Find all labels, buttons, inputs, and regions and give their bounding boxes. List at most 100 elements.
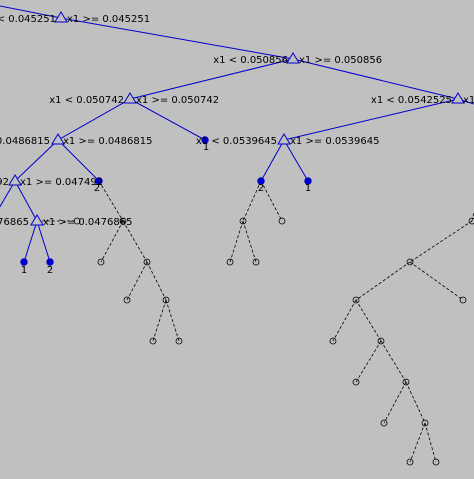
hollow-circle-icon xyxy=(149,337,157,345)
pruned-branch xyxy=(383,381,407,424)
leaf-label-l3: 2 xyxy=(94,183,100,194)
split-label-n3-right: x1 >= 0.050742 xyxy=(136,95,219,106)
leaf-label-l2: 2 xyxy=(47,265,53,276)
split-label-n8-right: x1 >= 0.0476865 xyxy=(43,217,132,228)
leaf-label-l1: 1 xyxy=(21,265,27,276)
hollow-circle-icon xyxy=(352,378,360,386)
triangle-icon xyxy=(277,133,291,145)
tree-branch xyxy=(129,98,206,141)
filled-circle-icon xyxy=(20,258,28,266)
hollow-circle-icon xyxy=(406,458,414,466)
tree-branch xyxy=(283,139,309,182)
pruned-branch xyxy=(355,261,411,301)
hollow-circle-icon xyxy=(459,296,467,304)
split-label-n6-right: x1 >= 0.0539645 xyxy=(290,136,379,147)
triangle-icon xyxy=(8,174,22,186)
pruned-branch xyxy=(332,299,357,342)
hollow-circle-icon xyxy=(175,337,183,345)
split-label-n1-right: x1 >= 0.045251 xyxy=(67,14,150,25)
triangle-icon xyxy=(51,133,65,145)
hollow-circle-icon xyxy=(402,378,410,386)
pruned-branch xyxy=(126,261,148,301)
pruned-branch xyxy=(165,299,180,342)
split-label-n4-right: x1 > xyxy=(463,95,474,106)
tree-edges xyxy=(0,5,474,463)
filled-circle-icon xyxy=(257,177,265,185)
split-label-n4-left: x1 < 0.0542525 xyxy=(371,95,452,106)
triangle-icon xyxy=(451,92,465,104)
split-label-n2-left: x1 < 0.050856 xyxy=(213,55,288,66)
hollow-circle-icon xyxy=(252,258,260,266)
hollow-circle-icon xyxy=(432,458,440,466)
hollow-circle-icon xyxy=(97,258,105,266)
tree-branch xyxy=(0,5,62,19)
node-labels: < 0.045251 x1 >= 0.045251 x1 < 0.050856 … xyxy=(0,14,474,276)
pruned-branch xyxy=(405,381,426,424)
hollow-circle-icon xyxy=(421,419,429,427)
split-label-n3-left: x1 < 0.050742 xyxy=(49,95,124,106)
hollow-circle-icon xyxy=(278,217,286,225)
tree-branch xyxy=(0,180,16,208)
hollow-circle-icon xyxy=(123,296,131,304)
pruned-branch xyxy=(409,261,464,301)
pruned-branch xyxy=(409,422,426,463)
pruned-branch xyxy=(152,299,167,342)
leaf-label-l4: 2 xyxy=(258,183,264,194)
hollow-circle-icon xyxy=(406,258,414,266)
pruned-branch xyxy=(409,220,473,263)
filled-circle-icon xyxy=(95,177,103,185)
tree-nodes xyxy=(8,11,474,466)
hollow-circle-icon xyxy=(352,296,360,304)
pruned-branch xyxy=(100,220,124,263)
tree-branch xyxy=(129,58,294,100)
filled-circle-icon xyxy=(201,136,209,144)
triangle-icon xyxy=(30,214,44,226)
split-label-n2-right: x1 >= 0.050856 xyxy=(299,55,382,66)
split-label-n8-left: 476865 xyxy=(0,217,29,228)
split-label-n6-left: x1 < 0.0539645 xyxy=(196,136,277,147)
hollow-circle-icon xyxy=(468,217,474,225)
pruned-branch xyxy=(260,180,283,222)
pruned-branch xyxy=(242,220,257,263)
pruned-branch xyxy=(146,261,167,301)
pruned-branch xyxy=(380,340,407,383)
triangle-icon xyxy=(286,52,300,64)
tree-branch xyxy=(36,220,51,263)
pruned-branch xyxy=(424,422,437,463)
split-label-n1-left: < 0.045251 xyxy=(0,14,56,25)
hollow-circle-icon xyxy=(73,217,81,225)
hollow-circle-icon xyxy=(239,217,247,225)
hollow-circle-icon xyxy=(329,337,337,345)
tree-branch xyxy=(14,139,59,182)
leaf-label-l5: 1 xyxy=(305,183,311,194)
tree-branch xyxy=(57,139,100,182)
hollow-circle-icon xyxy=(226,258,234,266)
tree-branch xyxy=(57,98,131,141)
hollow-circle-icon xyxy=(143,258,151,266)
pruned-branch xyxy=(242,180,262,222)
triangle-icon xyxy=(123,92,137,104)
pruned-branch xyxy=(355,340,382,383)
tree-branch xyxy=(23,220,38,263)
pruned-branch xyxy=(98,180,124,222)
pruned-branch xyxy=(355,299,382,342)
tree-branch xyxy=(260,139,285,182)
split-label-n7-right: x1 >= 0.047492 xyxy=(20,177,103,188)
hollow-circle-icon xyxy=(380,419,388,427)
split-label-n7-left: 92 xyxy=(0,177,9,188)
hollow-circle-icon xyxy=(377,337,385,345)
filled-circle-icon xyxy=(304,177,312,185)
triangle-icon xyxy=(54,11,68,23)
split-label-n5-right: x1 >= 0.0486815 xyxy=(63,136,152,147)
hollow-circle-icon xyxy=(162,296,170,304)
pruned-branch xyxy=(122,220,148,263)
leaf-label-l6: 1 xyxy=(203,142,209,153)
filled-circle-icon xyxy=(46,258,54,266)
split-label-n5-left: 0.0486815 xyxy=(0,136,50,147)
pruned-branch xyxy=(229,220,244,263)
tree-branch xyxy=(283,98,459,141)
tree-branch xyxy=(60,17,294,60)
tree-branch xyxy=(14,180,38,222)
